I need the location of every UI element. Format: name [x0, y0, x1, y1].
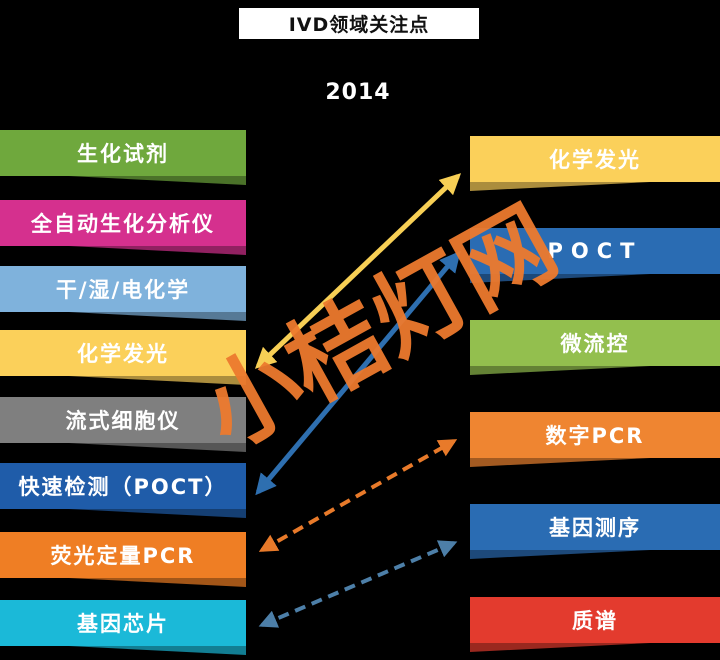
arrow-gene-chip-to-sequencing — [258, 540, 458, 628]
left-bar-dry-wet-electrochem: 干/湿/电化学 — [0, 266, 246, 312]
bar-label: 流式细胞仪 — [65, 409, 181, 433]
right-bar-poct: POCT — [470, 228, 720, 274]
arrow-qpcr-to-digital-pcr — [258, 439, 458, 552]
right-bar-digital-pcr: 数字PCR — [470, 412, 720, 458]
bar-label: 快速检测（POCT） — [18, 475, 228, 499]
right-bar-microfluidics: 微流控 — [470, 320, 720, 366]
right-bar-chemiluminescence: 化学发光 — [470, 136, 720, 182]
bar-label: 数字PCR — [545, 424, 645, 448]
bar-label: 微流控 — [560, 332, 630, 356]
bar-label: 干/湿/电化学 — [55, 278, 191, 302]
bar-label: 全自动生化分析仪 — [31, 212, 215, 236]
arrow-chemiluminescence — [254, 173, 462, 369]
left-bar-poct-rapid-test: 快速检测（POCT） — [0, 463, 246, 509]
left-bar-chemiluminescence: 化学发光 — [0, 330, 246, 376]
bar-label: 质谱 — [572, 609, 618, 633]
bar-label: POCT — [547, 239, 643, 263]
left-bar-qpcr: 荧光定量PCR — [0, 532, 246, 578]
bar-label: 化学发光 — [77, 342, 169, 366]
bar-label: 基因测序 — [549, 516, 641, 540]
left-bar-auto-biochem-analyzer: 全自动生化分析仪 — [0, 200, 246, 246]
left-bar-gene-chip: 基因芯片 — [0, 600, 246, 646]
left-bar-biochem-reagents: 生化试剂 — [0, 130, 246, 176]
left-bar-flow-cytometer: 流式细胞仪 — [0, 397, 246, 443]
right-bar-mass-spec: 质谱 — [470, 597, 720, 643]
year-label: 2014 — [325, 80, 391, 105]
bar-label: 生化试剂 — [77, 142, 169, 166]
bar-label: 基因芯片 — [77, 612, 169, 636]
bar-label: 荧光定量PCR — [50, 544, 196, 568]
bar-label: 化学发光 — [549, 148, 641, 172]
title-banner: IVD领域关注点 — [239, 8, 479, 39]
right-bar-gene-sequencing: 基因测序 — [470, 504, 720, 550]
page-title: IVD领域关注点 — [288, 14, 430, 36]
arrow-poct — [255, 250, 461, 496]
